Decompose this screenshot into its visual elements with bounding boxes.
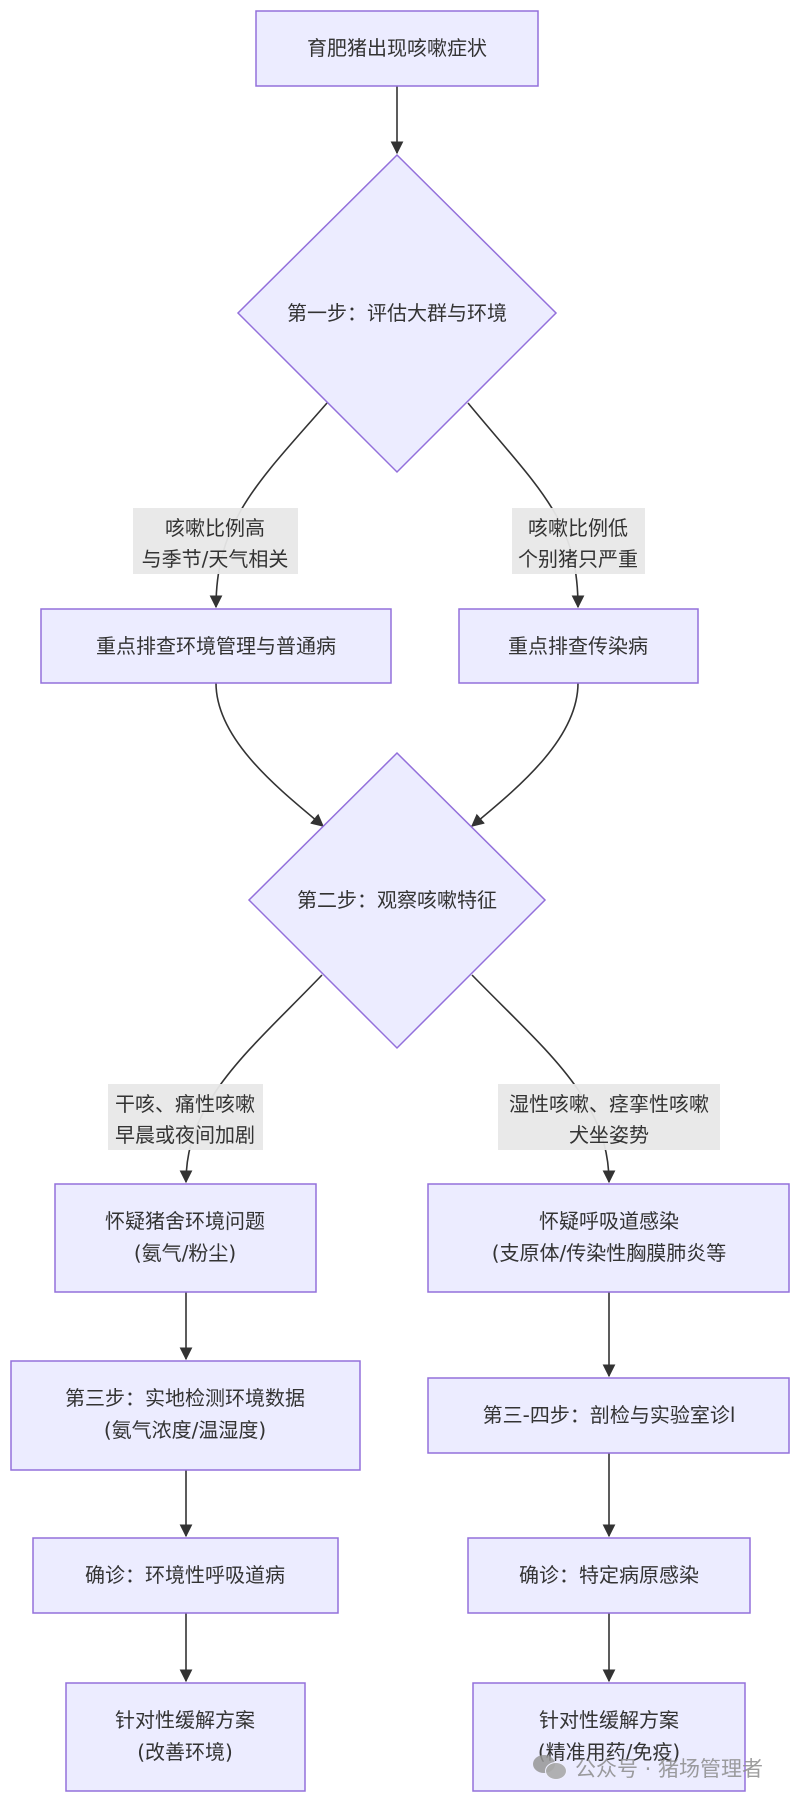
edge-label-line: 犬坐姿势 bbox=[569, 1123, 649, 1147]
edge-left1-to-step2 bbox=[215, 682, 324, 827]
node-right4: 确诊：特定病原感染 bbox=[467, 1537, 751, 1614]
node-label: (精准用药/免疫) bbox=[538, 1740, 680, 1764]
node-left1: 重点排查环境管理与普通病 bbox=[40, 608, 392, 684]
edge-right1-to-step2 bbox=[471, 682, 579, 827]
node-label: 第三步：实地检测环境数据 bbox=[65, 1386, 305, 1410]
edge-label-line: 个别猪只严重 bbox=[518, 547, 638, 571]
node-left4: 确诊：环境性呼吸道病 bbox=[32, 1537, 339, 1614]
decision-step2: 第二步：观察咳嗽特征 bbox=[247, 751, 547, 1050]
watermark: 公众号 · 猪场管理者 bbox=[533, 1752, 763, 1784]
node-label: 针对性缓解方案 bbox=[115, 1708, 255, 1732]
node-label: (氨气浓度/温湿度) bbox=[104, 1418, 266, 1442]
node-label: (支原体/传染性胸膜肺炎等 bbox=[492, 1241, 727, 1265]
node-label: 确诊：环境性呼吸道病 bbox=[85, 1563, 285, 1587]
node-left2: 怀疑猪舍环境问题 (氨气/粉尘) bbox=[54, 1183, 317, 1293]
node-label: 怀疑呼吸道感染 bbox=[539, 1209, 679, 1233]
edge-label-line: 咳嗽比例高 bbox=[165, 516, 265, 540]
node-left5: 针对性缓解方案 (改善环境) bbox=[65, 1682, 306, 1792]
node-start: 育肥猪出现咳嗽症状 bbox=[255, 10, 539, 87]
node-right3: 第三-四步：剖检与实验室诊l bbox=[427, 1377, 790, 1454]
node-label: 育肥猪出现咳嗽症状 bbox=[307, 36, 487, 60]
edge-step1-to-left1 bbox=[209, 402, 328, 609]
edge-label-wet-cough: 湿性咳嗽、痉挛性咳嗽 犬坐姿势 bbox=[498, 1084, 720, 1150]
node-label: 重点排查传染病 bbox=[508, 634, 648, 658]
node-right1: 重点排查传染病 bbox=[458, 608, 699, 684]
node-label: 确诊：特定病原感染 bbox=[519, 1563, 699, 1587]
edge-step2-to-right2 bbox=[471, 974, 616, 1184]
edge-step2-to-left2 bbox=[179, 974, 323, 1184]
decision-label: 第二步：观察咳嗽特征 bbox=[297, 888, 497, 912]
node-label: 针对性缓解方案 bbox=[539, 1708, 679, 1732]
node-right2: 怀疑呼吸道感染 (支原体/传染性胸膜肺炎等 bbox=[427, 1183, 790, 1293]
node-label: (改善环境) bbox=[137, 1740, 233, 1764]
node-right5: 针对性缓解方案 (精准用药/免疫) bbox=[472, 1682, 746, 1792]
edge-label-dry-cough: 干咳、痛性咳嗽 早晨或夜间加剧 bbox=[108, 1084, 263, 1150]
node-label: (氨气/粉尘) bbox=[134, 1241, 236, 1265]
edge-label-high-ratio: 咳嗽比例高 与季节/天气相关 bbox=[133, 508, 298, 574]
edge-step1-to-right1 bbox=[467, 402, 585, 609]
edge-label-low-ratio: 咳嗽比例低 个别猪只严重 bbox=[512, 508, 645, 574]
edge-label-line: 与季节/天气相关 bbox=[142, 547, 289, 571]
edge-label-line: 湿性咳嗽、痉挛性咳嗽 bbox=[509, 1092, 709, 1116]
edge-label-line: 干咳、痛性咳嗽 bbox=[115, 1092, 255, 1116]
decision-label: 第一步：评估大群与环境 bbox=[287, 301, 507, 325]
edge-label-line: 咳嗽比例低 bbox=[528, 516, 628, 540]
wechat-icon bbox=[533, 1755, 567, 1781]
node-label: 第三-四步：剖检与实验室诊l bbox=[483, 1403, 736, 1427]
watermark-text: 公众号 · 猪场管理者 bbox=[575, 1757, 764, 1781]
edge-label-line: 早晨或夜间加剧 bbox=[115, 1123, 255, 1147]
node-left3: 第三步：实地检测环境数据 (氨气浓度/温湿度) bbox=[10, 1360, 361, 1471]
node-label: 重点排查环境管理与普通病 bbox=[96, 634, 336, 658]
node-label: 怀疑猪舍环境问题 bbox=[105, 1209, 265, 1233]
decision-step1: 第一步：评估大群与环境 bbox=[236, 153, 558, 474]
